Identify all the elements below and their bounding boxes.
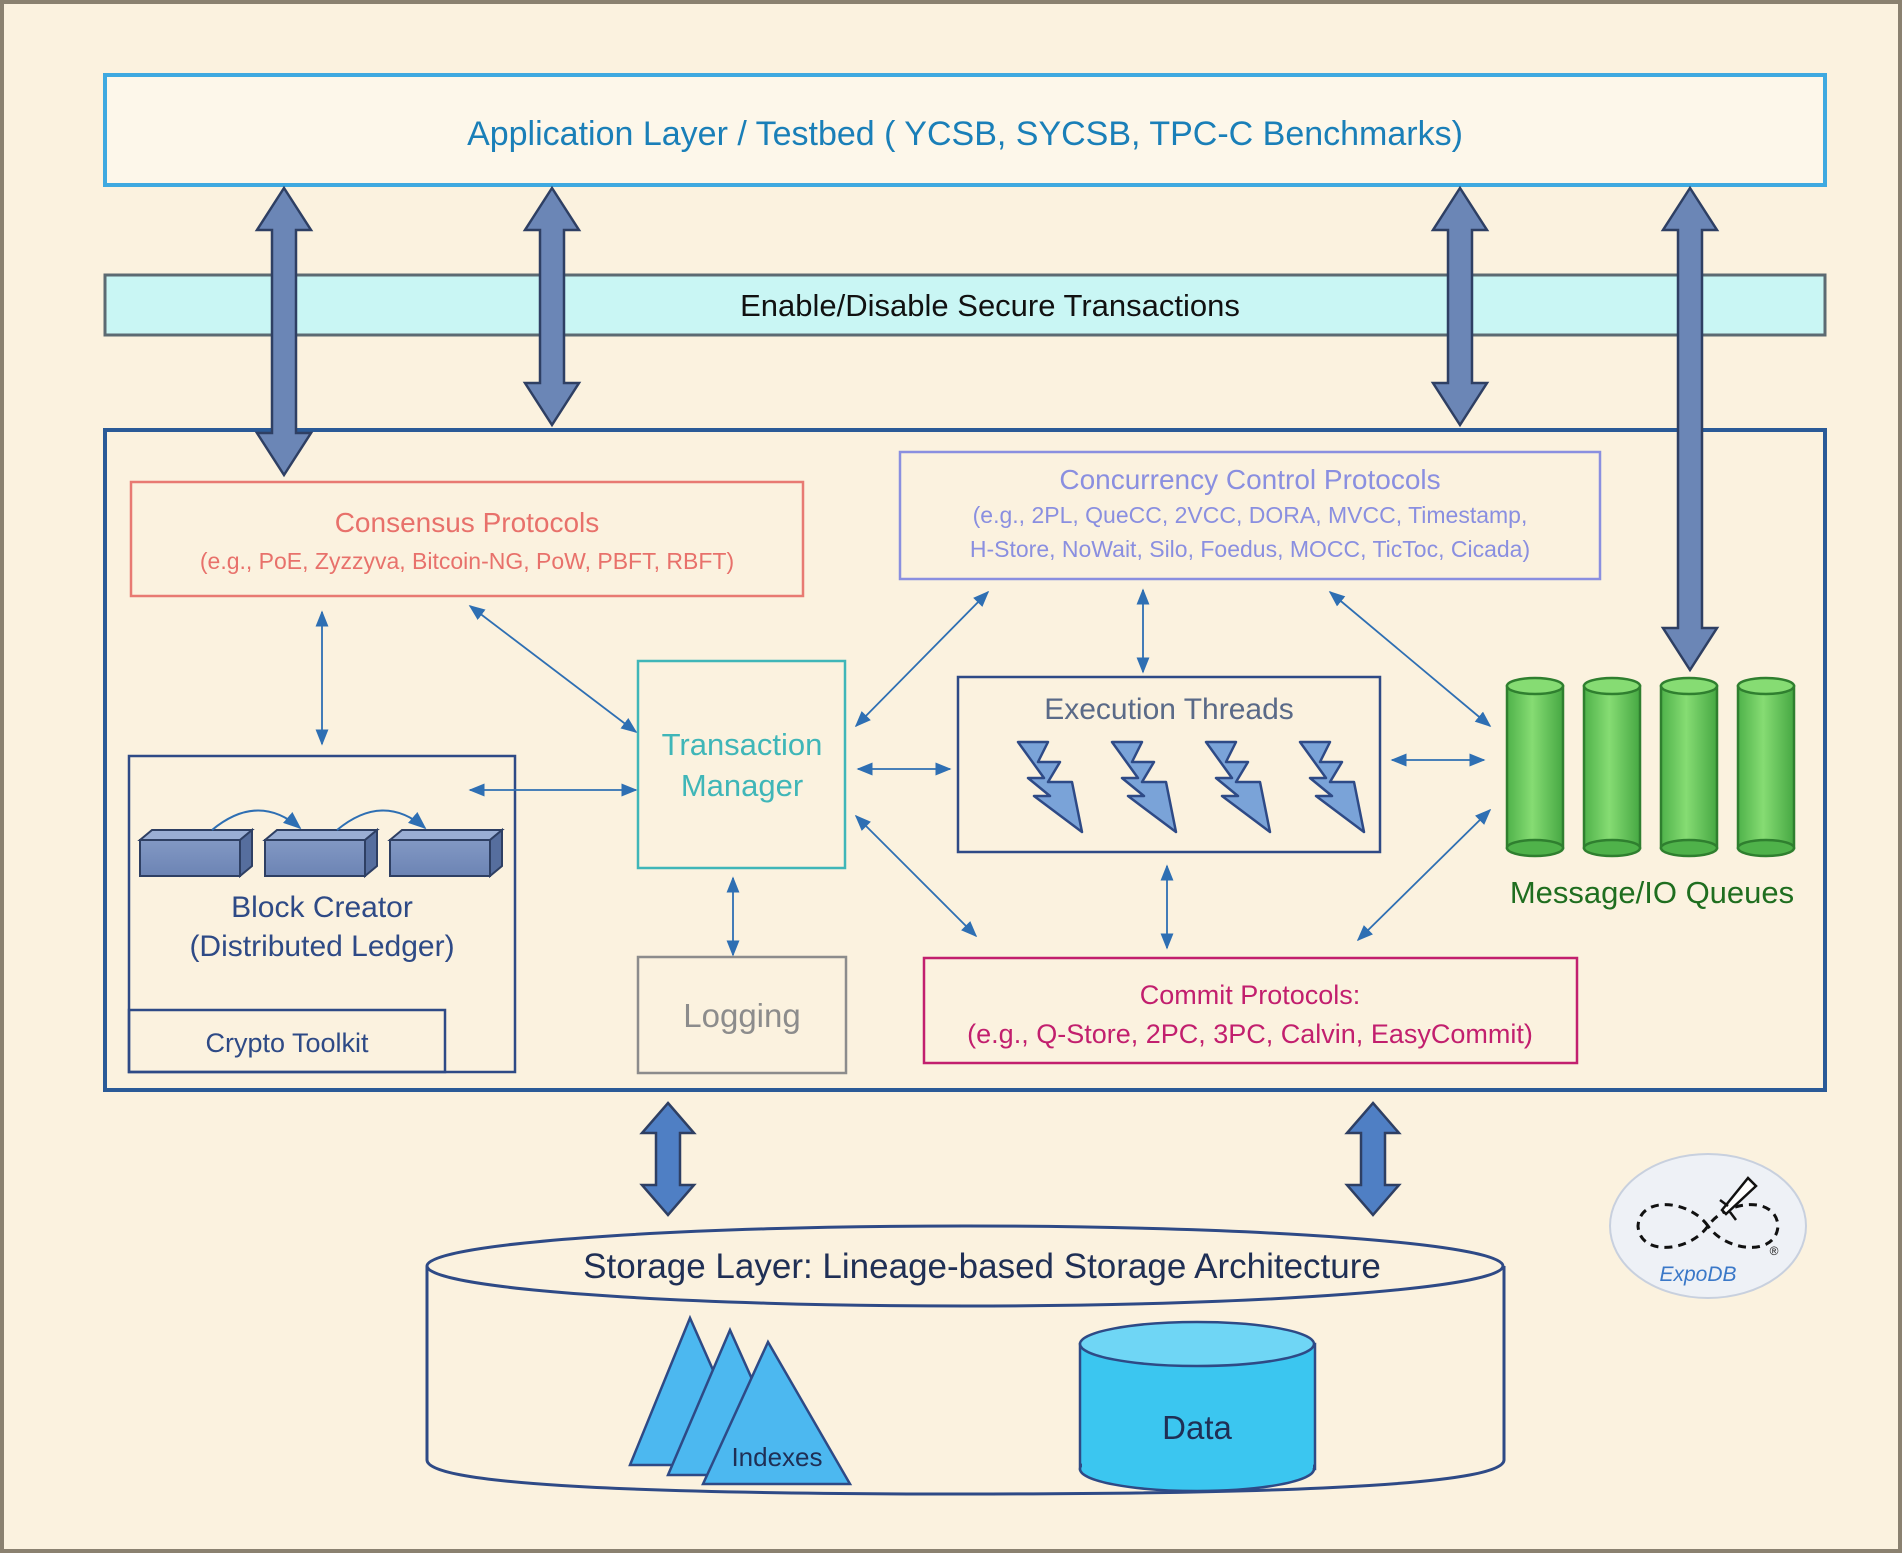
queue-cylinder [1736,676,1796,858]
arrow-consensus-tm [468,605,638,733]
concurrency-examples-line2: H-Store, NoWait, Silo, Foedus, MOCC, Tic… [970,536,1530,562]
storage-layer: Storage Layer: Lineage-based Storage Arc… [425,1224,1506,1496]
ledger-blocks [137,827,505,879]
block-creator-box: Block Creator (Distributed Ledger) Crypt… [127,754,517,1074]
chain-arrow [211,809,302,831]
data-label: Data [1162,1409,1232,1446]
application-layer-title: Application Layer / Testbed ( YCSB, SYCS… [467,115,1463,153]
concurrency-examples-line1: (e.g., 2PL, QueCC, 2VCC, DORA, MVCC, Tim… [973,502,1528,528]
storage-layer-title: Storage Layer: Lineage-based Storage Arc… [583,1247,1381,1286]
block-creator-line2: (Distributed Ledger) [189,930,454,963]
queue-cylinder [1582,676,1642,858]
execution-threads-title: Execution Threads [1044,693,1294,726]
secure-transactions-label: Enable/Disable Secure Transactions [740,288,1240,323]
indexes-icon [628,1314,853,1486]
message-io-queues-label: Message/IO Queues [1510,875,1794,910]
lightning-icon [1298,740,1366,834]
logging-box: Logging [636,955,848,1075]
concurrency-title: Concurrency Control Protocols [1059,464,1440,495]
commit-protocols-box: Commit Protocols: (e.g., Q-Store, 2PC, 3… [922,956,1579,1065]
application-layer: Application Layer / Testbed ( YCSB, SYCS… [103,73,1827,187]
expodb-logo: ExpoDB ® [1609,1153,1807,1299]
arrow-concurrency-queues [1328,590,1492,728]
data-cylinder-icon [1078,1320,1317,1493]
indexes-label: Indexes [731,1442,822,1472]
consensus-examples: (e.g., PoE, Zyzzyva, Bitcoin-NG, PoW, PB… [200,548,734,574]
storage-cylinder-body [425,1266,1506,1496]
arrow-tm-commit [854,814,978,938]
block-creator-line1: Block Creator [231,891,413,924]
crypto-toolkit-label: Crypto Toolkit [205,1028,369,1058]
logging-label: Logging [683,997,800,1034]
connector-arrows [315,588,1492,957]
execution-threads-box: Execution Threads [956,675,1382,854]
big-arrow-queues [1660,185,1720,673]
consensus-title: Consensus Protocols [335,507,600,538]
big-arrows-bottom [639,1101,1402,1217]
transaction-manager-box: Transaction Manager [636,659,847,870]
big-arrow-storage-right [1344,1101,1402,1217]
secure-transactions-bar: Enable/Disable Secure Transactions [103,273,1827,337]
infinity-icon [1636,1203,1780,1249]
expodb-logo-text: ExpoDB [1659,1263,1736,1286]
lightning-icon [1204,740,1272,834]
queue-cylinder [1505,676,1565,858]
big-arrow-transaction [522,185,582,428]
rocket-icon [1719,1176,1758,1221]
big-arrow-storage-left [639,1101,697,1217]
transaction-manager-line1: Transaction [662,727,823,762]
thread-bolts [1016,740,1366,834]
lightning-icon [1110,740,1178,834]
transaction-manager-line2: Manager [681,768,803,803]
arrow-tm-concurrency [854,590,990,728]
consensus-protocols-box: Consensus Protocols (e.g., PoE, Zyzzyva,… [129,480,805,598]
storage-cylinder-top [425,1224,1505,1308]
ledger-block [137,827,255,879]
arrow-commit-queues [1356,808,1492,942]
commit-title: Commit Protocols: [1140,980,1361,1010]
concurrency-control-box: Concurrency Control Protocols (e.g., 2PL… [898,450,1602,581]
queue-cylinder [1659,676,1719,858]
chain-arrow [336,809,427,831]
registered-mark: ® [1770,1244,1779,1258]
big-arrows-top [254,185,1720,673]
lightning-icon [1016,740,1084,834]
ledger-block [262,827,380,879]
ledger-block [387,827,505,879]
message-io-queues: Message/IO Queues [1505,676,1796,910]
commit-examples: (e.g., Q-Store, 2PC, 3PC, Calvin, EasyCo… [967,1019,1533,1049]
core-engine-box [103,428,1827,1092]
big-arrow-consensus [254,185,314,478]
big-arrow-concurrency [1430,185,1490,428]
crypto-toolkit-box [127,1008,447,1074]
